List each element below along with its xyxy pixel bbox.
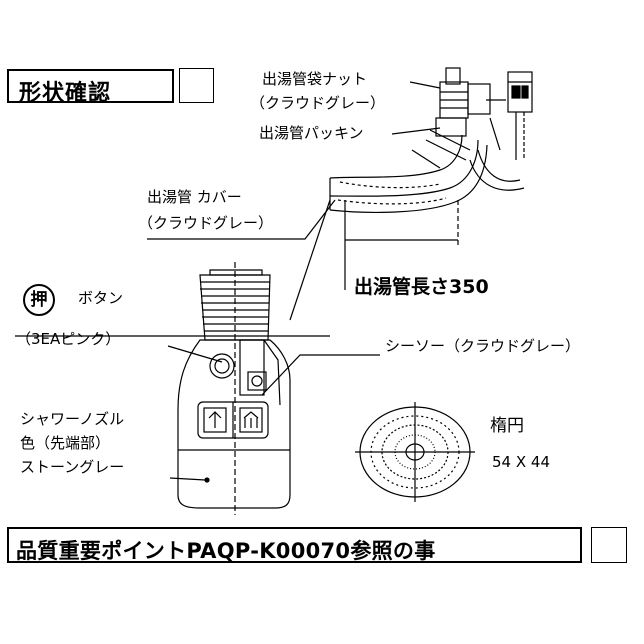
label-button: ボタン xyxy=(78,289,124,307)
shower-handle xyxy=(177,262,291,515)
electric-connector xyxy=(469,71,533,191)
pipe-nut xyxy=(411,67,491,169)
note-box: 品質重要ポイントPAQP-K00070参照の事 xyxy=(7,527,582,563)
title-box: 形状確認 xyxy=(7,69,174,106)
label-nut-color: （クラウドグレー） xyxy=(250,94,386,112)
label-cover-color: （クラウドグレー） xyxy=(138,214,274,232)
label-nozzle-line3: ストーングレー xyxy=(20,458,125,476)
nozzle-face xyxy=(355,402,475,502)
label-ellipse-size: 54 X 44 xyxy=(492,453,550,471)
outlet-pipe-cover xyxy=(329,134,488,213)
label-button-color: （3EAピンク） xyxy=(16,330,121,348)
page-title: 形状確認 xyxy=(19,81,112,106)
label-nut-name: 出湯管袋ナット xyxy=(262,70,368,88)
push-icon: 押 xyxy=(23,284,55,316)
title-check-box[interactable] xyxy=(179,68,214,103)
label-pipe-length: 出湯管長さ350 xyxy=(354,276,489,298)
label-seesaw: シーソー（クラウドグレー） xyxy=(385,337,581,355)
label-packing: 出湯管パッキン xyxy=(259,124,364,142)
note-check-box[interactable] xyxy=(591,527,627,563)
label-ellipse-name: 楕円 xyxy=(490,416,524,436)
label-nozzle-line2: 色（先端部） xyxy=(20,434,111,452)
push-symbol: 押 xyxy=(30,290,48,310)
label-cover-name: 出湯管 カバー xyxy=(147,188,242,206)
leader-lines xyxy=(15,81,441,481)
label-nozzle-line1: シャワーノズル xyxy=(20,410,125,428)
note-text: 品質重要ポイントPAQP-K00070参照の事 xyxy=(16,539,436,563)
